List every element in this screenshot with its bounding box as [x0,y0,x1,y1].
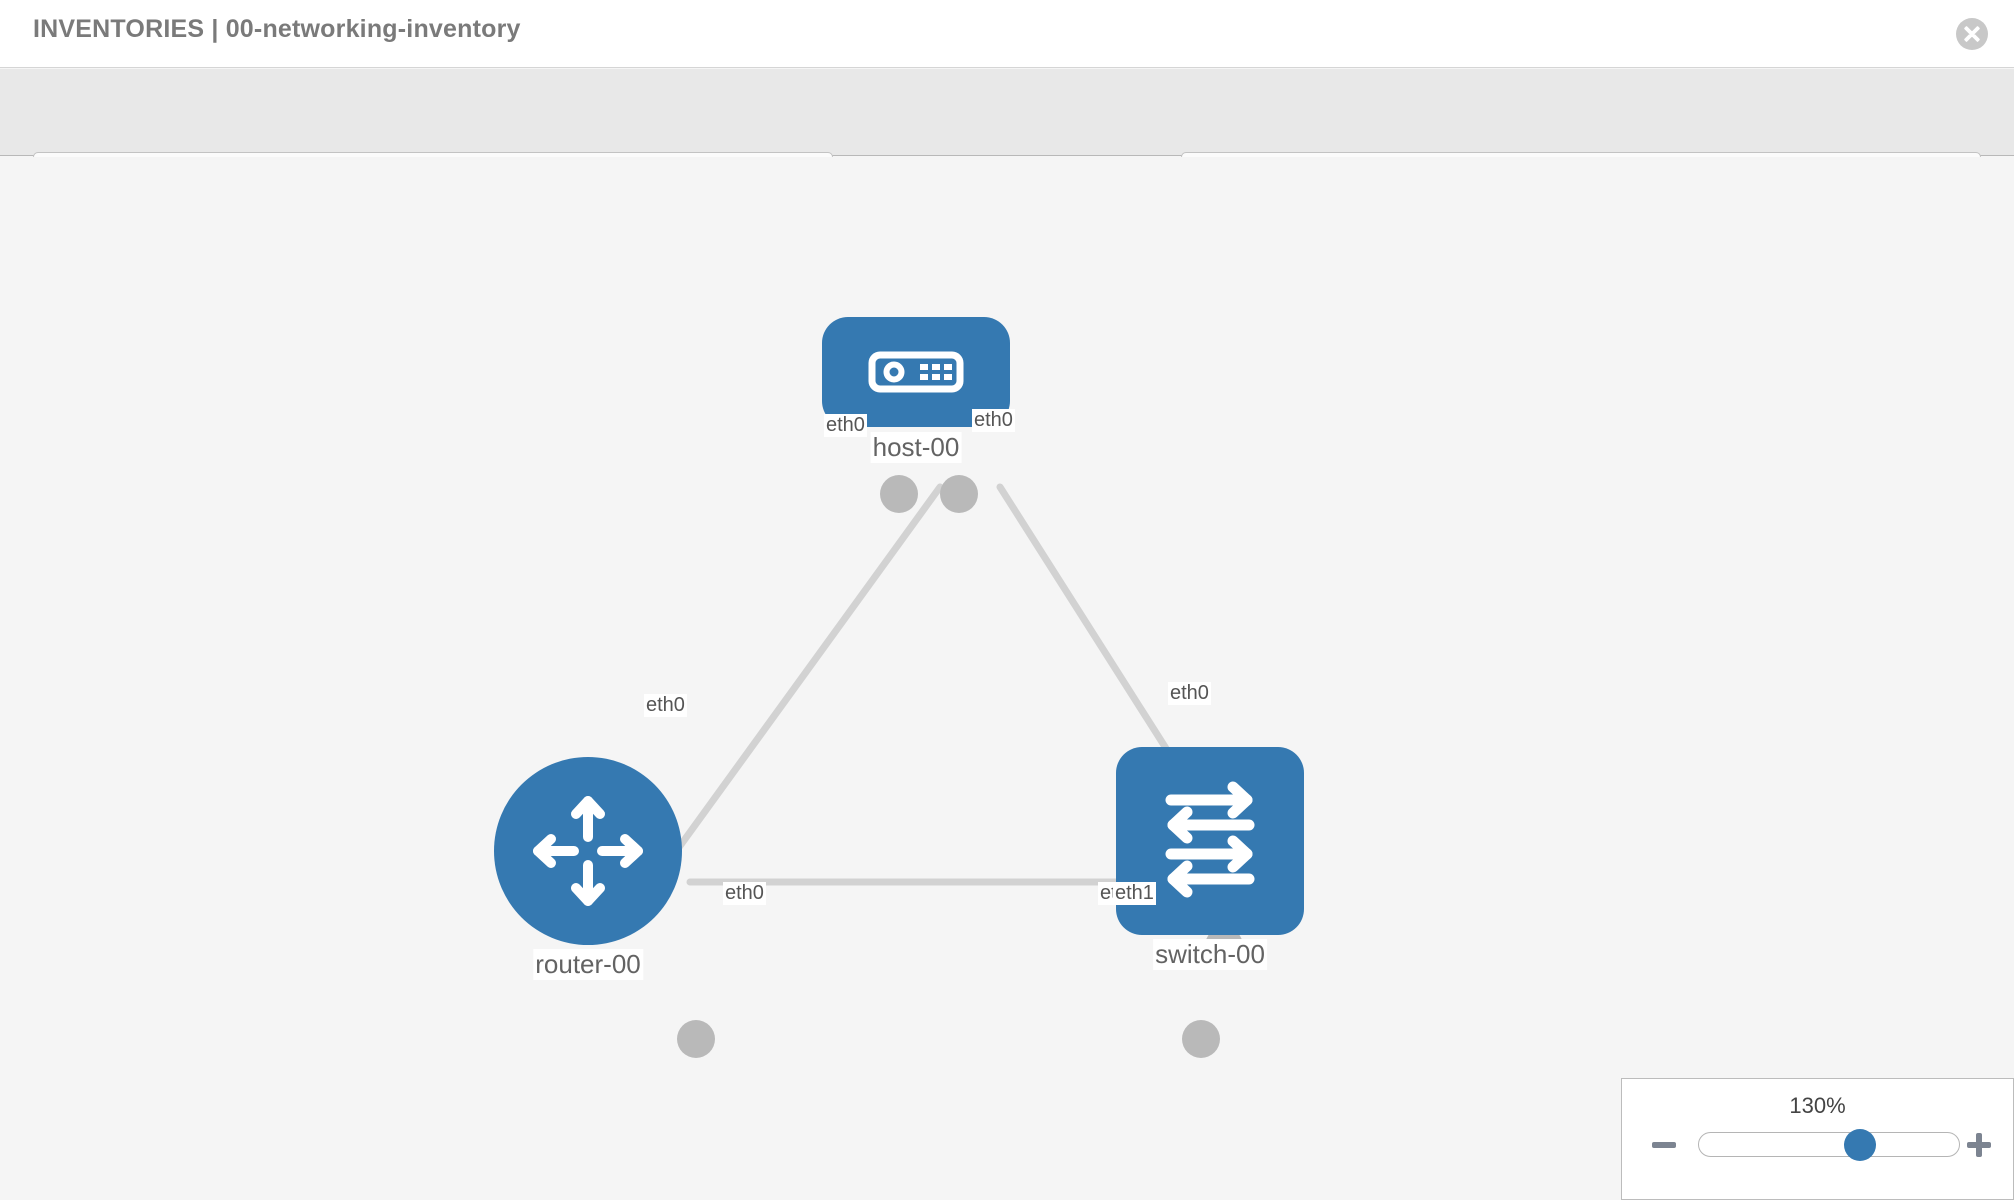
plus-icon-glyph [1967,1133,1991,1157]
zoom-level-value: 130% [1789,1093,1846,1118]
node-host-00[interactable]: host-00 [822,317,1010,463]
if-label-host-left: eth0 [824,414,867,437]
node-router-00-shape[interactable] [494,757,682,945]
if-label-switch-left: eth1 [1113,882,1156,905]
if-label-switch-up: eth0 [1168,682,1211,705]
minus-icon[interactable] [1650,1131,1678,1159]
if-label-router-right: eth0 [723,882,766,905]
if-label-router-up: eth0 [644,694,687,717]
toolbar: ACTIONS SEARCH [0,69,2014,200]
node-switch-00-label: switch-00 [1153,939,1267,970]
node-router-00-label: router-00 [533,949,643,980]
close-icon-glyph [1964,26,1980,42]
endpoint-host-right[interactable] [940,475,978,513]
if-label-host-right: eth0 [972,409,1015,432]
link-host-router [668,483,944,861]
node-switch-00[interactable]: switch-00 [1116,747,1304,970]
close-icon[interactable] [1956,18,1988,50]
zoom-control-panel: 130% [1621,1078,2014,1200]
switch-arrows-icon [1165,781,1255,898]
topology-canvas[interactable]: host-00 router-00 [0,157,2014,1200]
node-host-00-shape[interactable] [822,317,1010,427]
zoom-slider-thumb[interactable] [1843,1129,1876,1161]
page-title: INVENTORIES | 00-networking-inventory [33,15,521,43]
endpoint-switch-left[interactable] [1182,1020,1220,1058]
minus-icon-glyph [1652,1142,1676,1148]
endpoint-router-right[interactable] [677,1020,715,1058]
node-switch-00-shape[interactable] [1116,747,1304,935]
node-host-00-label: host-00 [870,432,962,463]
server-device-icon [868,351,964,393]
plus-icon[interactable] [1965,1131,1993,1159]
node-router-00[interactable]: router-00 [494,757,682,980]
endpoint-host-left[interactable] [880,475,918,513]
zoom-slider[interactable] [1698,1129,1960,1161]
topology-links [668,483,1239,886]
router-arrows-icon [533,796,643,906]
page-header: INVENTORIES | 00-networking-inventory [0,0,2014,68]
